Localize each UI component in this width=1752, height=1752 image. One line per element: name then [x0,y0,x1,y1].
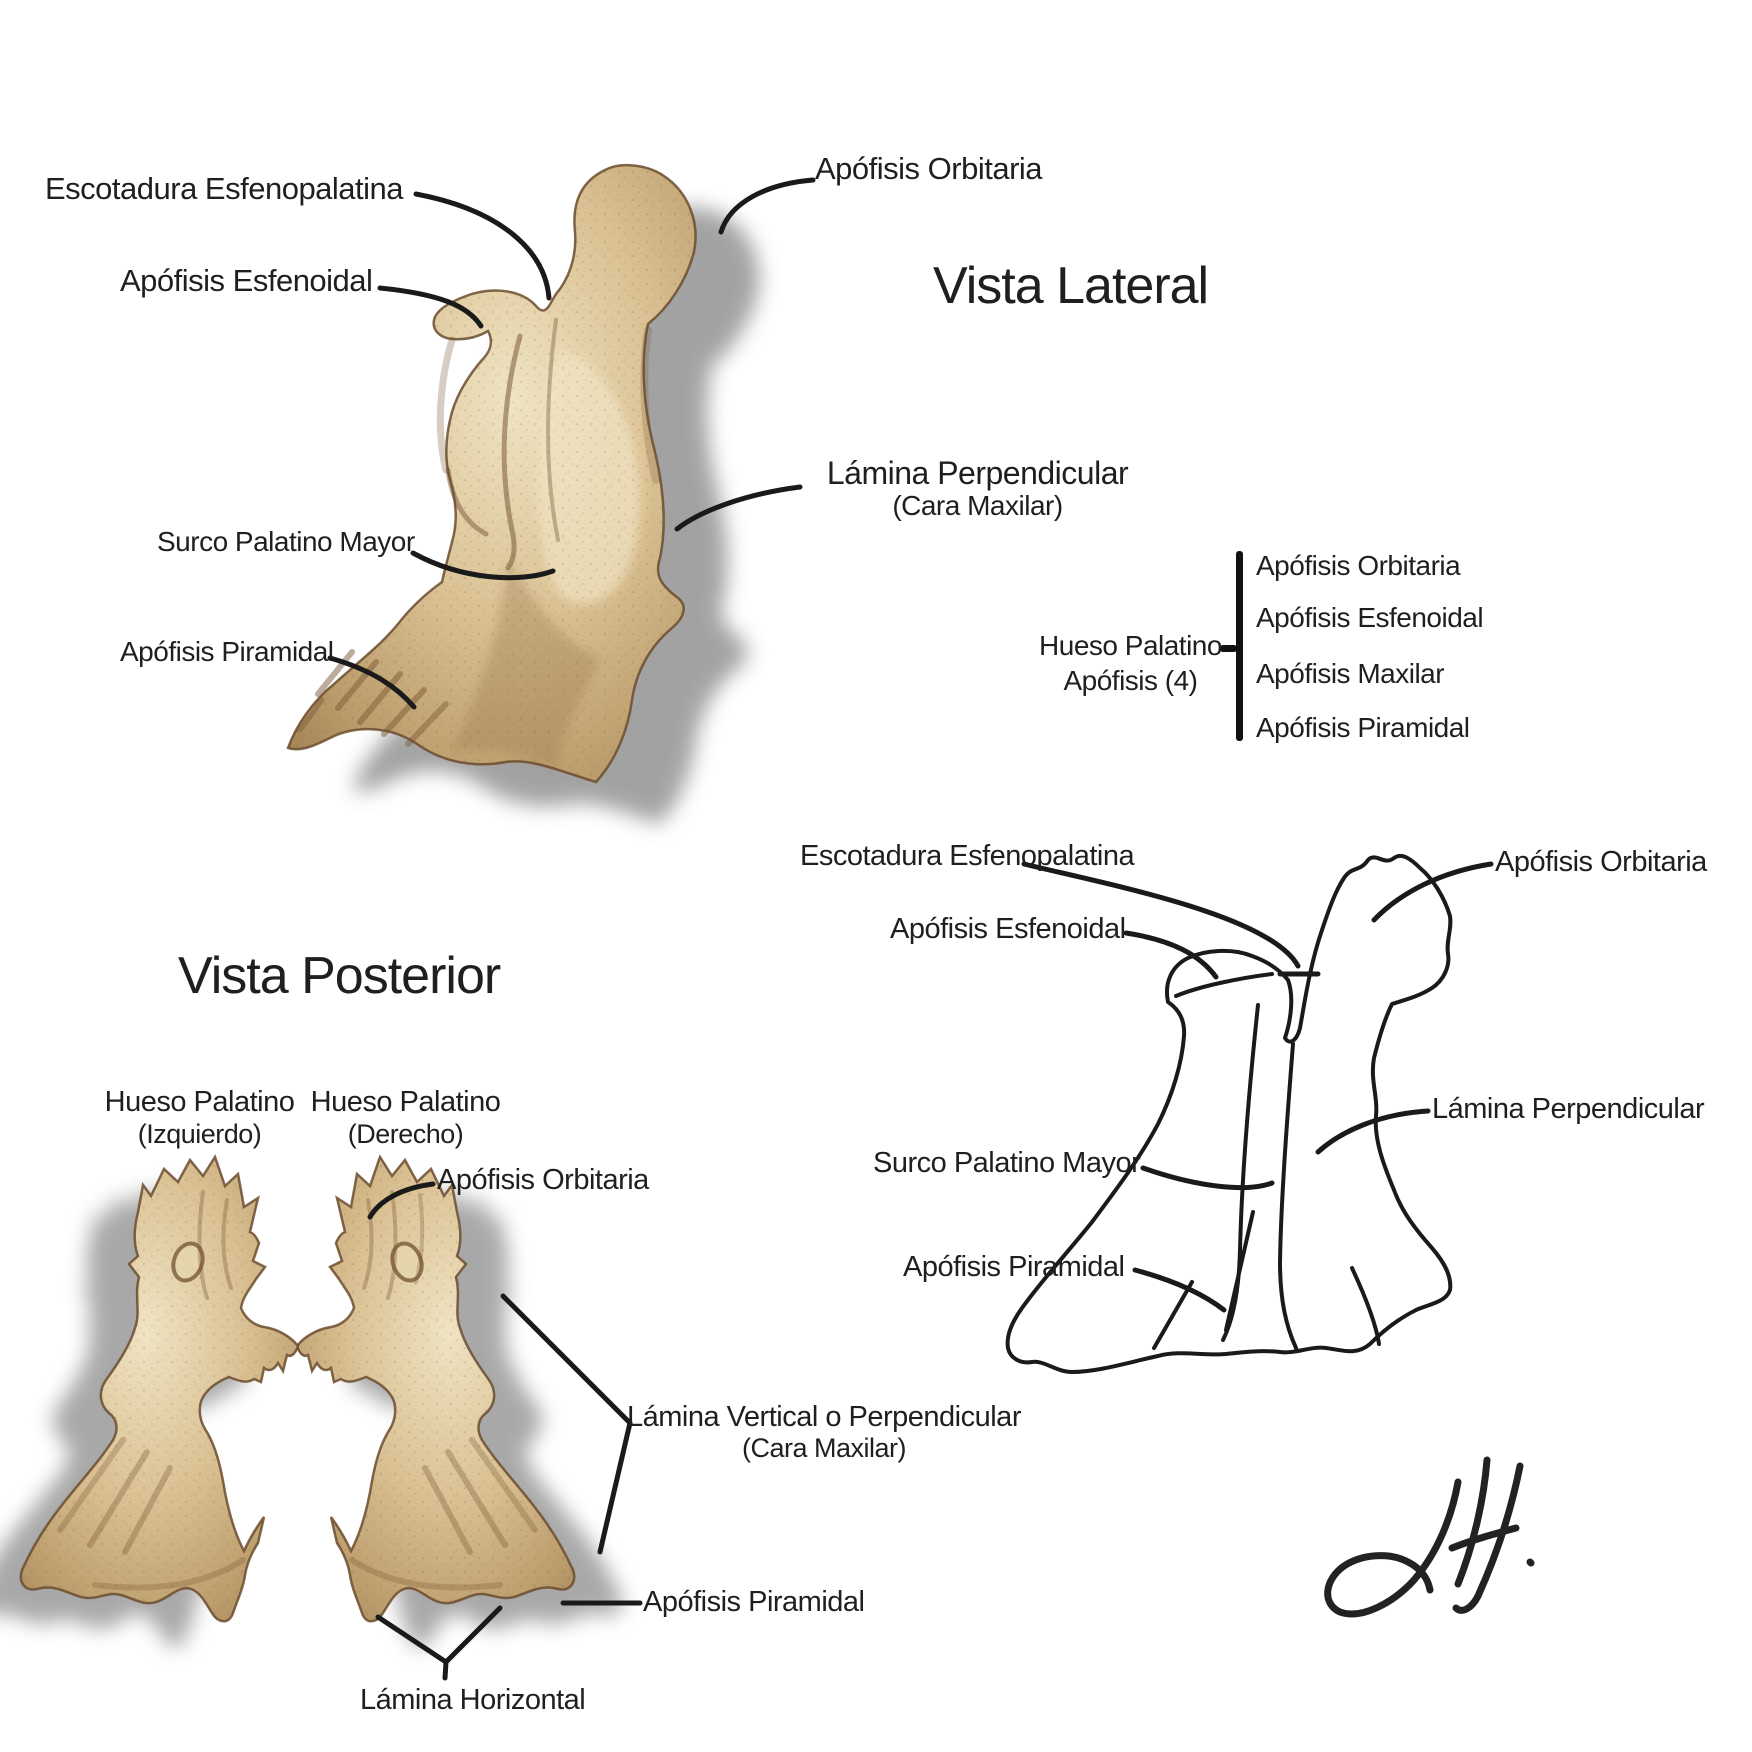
leader-line-posterior-lamina-vertical-upper [500,1293,633,1426]
leader-line-lateral-escotadura [413,191,552,301]
label-lateral-surco-palatino-mayor: Surco Palatino Mayor [157,526,415,557]
leader-line-posterior-lamina-vertical-lower [597,1420,633,1555]
legend-title-line1: Hueso Palatino [1039,630,1222,661]
label-outline-lamina-perpendicular: Lámina Perpendicular [1432,1093,1705,1125]
leader-line-outline-piramidal [1132,1267,1227,1313]
legend-item-apofisis-esfenoidal: Apófisis Esfenoidal [1256,602,1484,633]
label-lateral-apofisis-piramidal: Apófisis Piramidal [120,636,334,667]
label-posterior-left-bone-name-line2: (Izquierdo) [137,1119,262,1150]
label-lateral-lamina-perpendicular: Lámina Perpendicular (Cara Maxilar) [790,455,1165,522]
label-outline-apofisis-orbitaria: Apófisis Orbitaria [1495,846,1707,878]
posterior-bones-illustration [0,1155,623,1648]
leader-line-outline-esfenoidal [1123,930,1219,980]
label-lateral-apofisis-orbitaria: Apófisis Orbitaria [815,151,1043,186]
label-outline-apofisis-piramidal: Apófisis Piramidal [903,1251,1125,1283]
leader-line-lateral-orbitaria [718,177,816,235]
legend-bracket-bar [1236,551,1243,741]
leader-line-outline-escotadura [1021,861,1301,969]
posterior-view-title: Vista Posterior [178,947,501,1005]
posterior-left-bone [0,1155,300,1648]
leader-line-posterior-orbitaria [367,1181,436,1220]
leader-line-lateral-esfenoidal [377,285,484,329]
leader-lines [327,177,1494,1681]
label-lateral-lamina-perpendicular-sub: (Cara Maxilar) [892,490,1063,522]
label-lateral-escotadura-esfenopalatina: Escotadura Esfenopalatina [45,171,404,206]
signature [1324,1456,1535,1618]
label-lateral-lamina-perpendicular-main: Lámina Perpendicular [826,455,1129,491]
leader-line-posterior-lamina-horizontal-stub [442,1659,449,1681]
outline-bone-drawing [1005,853,1453,1374]
legend-title: Hueso Palatino Apófisis (4) [1028,628,1233,698]
label-posterior-right-bone-name: Hueso Palatino (Derecho) [298,1086,513,1150]
leader-line-lateral-piramidal [327,655,417,710]
legend-bracket [1220,551,1243,741]
label-outline-escotadura-esfenopalatina: Escotadura Esfenopalatina [800,840,1135,872]
label-posterior-lamina-vertical: Lámina Vertical o Perpendicular (Cara Ma… [618,1401,1030,1464]
lateral-bone-illustration [286,163,760,824]
label-posterior-right-bone-name-line1: Hueso Palatino [310,1086,501,1118]
legend-item-apofisis-piramidal: Apófisis Piramidal [1256,712,1470,743]
label-posterior-lamina-vertical-main: Lámina Vertical o Perpendicular [627,1401,1021,1433]
label-outline-apofisis-esfenoidal: Apófisis Esfenoidal [890,913,1126,945]
label-posterior-left-bone-name-line1: Hueso Palatino [104,1086,295,1118]
label-posterior-apofisis-piramidal: Apófisis Piramidal [643,1586,865,1618]
legend-item-apofisis-maxilar: Apófisis Maxilar [1256,658,1445,689]
legend-title-line2: Apófisis (4) [1063,665,1198,696]
leader-line-lateral-surco [410,550,556,581]
leader-line-outline-lamina [1315,1108,1431,1155]
label-posterior-right-bone-name-line2: (Derecho) [347,1119,464,1150]
legend-item-apofisis-orbitaria: Apófisis Orbitaria [1256,550,1461,581]
leader-line-outline-orbitaria [1371,861,1494,923]
lateral-view-title: Vista Lateral [933,257,1209,315]
label-posterior-left-bone-name: Hueso Palatino (Izquierdo) [92,1086,307,1150]
leader-line-lateral-lamina [674,484,803,532]
label-lateral-apofisis-esfenoidal: Apófisis Esfenoidal [120,263,373,298]
leader-line-outline-surco [1140,1165,1275,1191]
legend-bracket-dash [1220,645,1237,652]
label-outline-surco-palatino-mayor: Surco Palatino Mayor [873,1147,1141,1179]
posterior-right-bone [295,1155,623,1648]
label-posterior-lamina-horizontal: Lámina Horizontal [360,1684,586,1716]
label-posterior-apofisis-orbitaria: Apófisis Orbitaria [437,1164,649,1196]
label-posterior-lamina-vertical-sub: (Cara Maxilar) [741,1432,907,1463]
